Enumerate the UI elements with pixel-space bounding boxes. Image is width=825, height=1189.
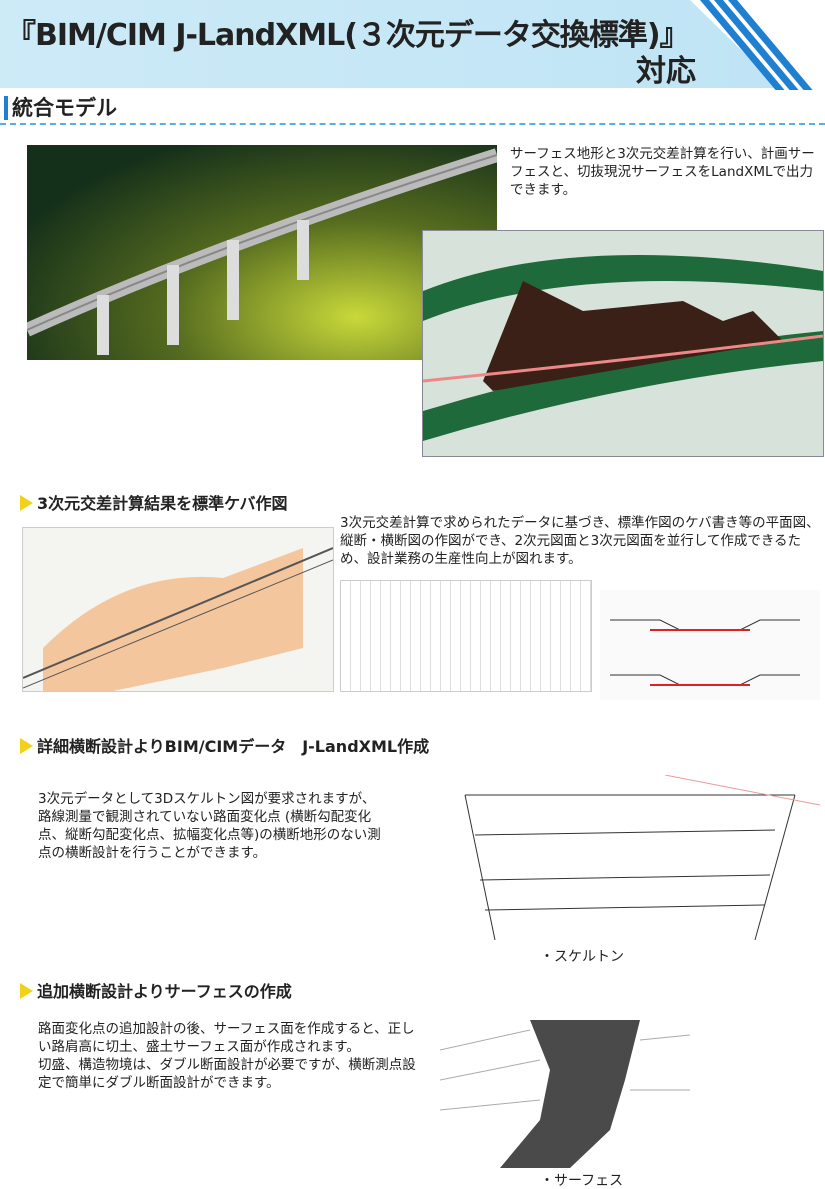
skeleton-image xyxy=(435,775,820,940)
banner-stripes xyxy=(690,0,820,90)
bullet-triangle-icon xyxy=(20,738,33,754)
section-title: 統合モデル xyxy=(4,96,117,120)
dashed-divider xyxy=(0,123,825,125)
surface-image xyxy=(440,1020,690,1168)
feature-text-2: 3次元データとして3Dスケルトン図が要求されますが、路線測量で観測されていない路… xyxy=(38,791,381,861)
cut-surface-image xyxy=(422,230,824,457)
integrated-description: サーフェス地形と3次元交差計算を行い、計画サーフェスと、切抜現況サーフェスをLa… xyxy=(510,146,815,198)
heading-text: 詳細横断設計よりBIM/CIMデータ J-LandXML作成 xyxy=(37,737,430,756)
page-title-suffix: 対応 xyxy=(636,54,696,89)
page-title: 『BIM/CIM J-LandXML(３次元データ交換標準)』 xyxy=(6,18,690,53)
heading-text: 3次元交差計算結果を標準ケバ作図 xyxy=(37,494,288,513)
bullet-triangle-icon xyxy=(20,983,33,999)
skeleton-caption: ・スケルトン xyxy=(540,949,624,965)
heading-text: 追加横断設計よりサーフェスの作成 xyxy=(37,982,292,1001)
profile-drawing-image xyxy=(340,580,592,692)
feature-heading-2: 詳細横断設計よりBIM/CIMデータ J-LandXML作成 xyxy=(20,733,429,757)
bullet-triangle-icon xyxy=(20,495,33,511)
feature-heading-1: 3次元交差計算結果を標準ケバ作図 xyxy=(20,490,288,514)
feature-heading-3: 追加横断設計よりサーフェスの作成 xyxy=(20,978,292,1002)
bridge-3d-model-image xyxy=(27,145,497,360)
surface-caption: ・サーフェス xyxy=(540,1173,624,1189)
feature-text-3: 路面変化点の追加設計の後、サーフェス面を作成すると、正しい路肩高に切土、盛土サー… xyxy=(38,1021,416,1091)
plan-drawing-image xyxy=(22,527,334,692)
header-banner xyxy=(0,0,780,88)
cross-section-drawing-image xyxy=(600,590,820,700)
feature-text-1: 3次元交差計算で求められたデータに基づき、標準作図のケバ書き等の平面図、縦断・横… xyxy=(340,515,820,567)
